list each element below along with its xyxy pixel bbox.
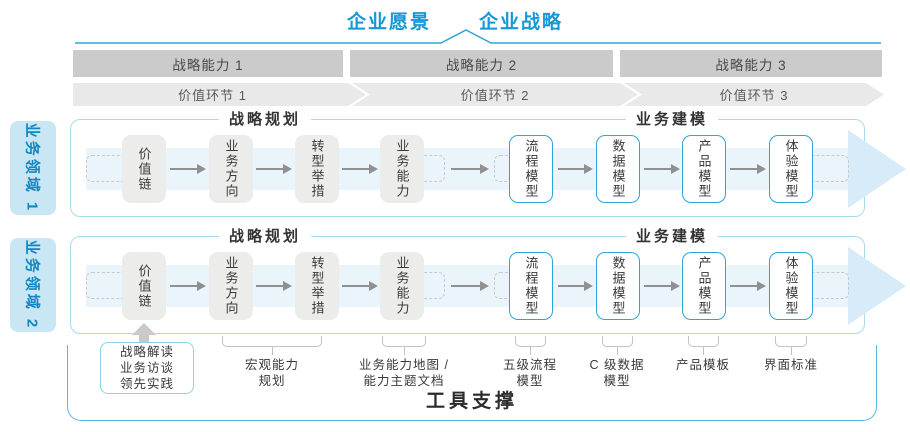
- right-arrow-icon: [256, 164, 292, 174]
- right-arrow-icon: [342, 164, 378, 174]
- section-title-strategic-planning: 战略规划: [218, 227, 312, 246]
- bracket-stem: [404, 346, 405, 355]
- box-business-capability: 业务能力: [380, 135, 424, 203]
- up-arrow-stem: [139, 335, 149, 346]
- box-transformation-initiatives: 转型举措: [295, 135, 339, 203]
- section-title-strategic-planning: 战略规划: [218, 110, 312, 129]
- annotation-macro-capability: 宏观能力 规划: [244, 358, 300, 389]
- capability-bar-1: 战略能力 1: [73, 50, 343, 77]
- bracket-stem: [272, 346, 273, 355]
- tool-support-label: 工具支撑: [425, 391, 518, 412]
- vision-connector-line-icon: [75, 29, 881, 44]
- bracket-stem: [530, 346, 531, 355]
- domain-label-2-text: 业务领域 2: [23, 239, 41, 331]
- box-process-model: 流程模型: [509, 135, 553, 203]
- bracket-stem: [617, 346, 618, 355]
- page-title: 企业愿景 企业战略: [0, 7, 910, 34]
- domain-1-flow-row: 价值链 业务方向 转型举措 业务能力 流程模型 数据模型 产品模型 体验模型: [70, 119, 906, 217]
- annotation-practice-box: 战略解读 业务访谈 领先实践: [100, 342, 194, 394]
- box-product-model: 产品模型: [682, 135, 726, 203]
- right-arrow-icon: [644, 164, 680, 174]
- strategy-title: 企业战略: [479, 12, 564, 33]
- right-arrow-icon: [730, 281, 766, 291]
- up-arrow-icon: [132, 323, 156, 335]
- annotation-process-model: 五级流程 模型: [502, 358, 558, 389]
- domain-label-1-text: 业务领域 1: [23, 122, 41, 214]
- section-title-business-modeling: 业务建模: [625, 110, 719, 129]
- flow-arrow-head-icon: [848, 247, 906, 325]
- flow-arrow-head-icon: [848, 130, 906, 208]
- domain-label-1: 业务领域 1: [10, 121, 56, 215]
- tool-support-container: 工具支撑: [67, 345, 877, 421]
- right-arrow-icon: [558, 164, 593, 174]
- section-title-business-modeling: 业务建模: [625, 227, 719, 246]
- domain-2-flow-row: 价值链 业务方向 转型举措 业务能力 流程模型 数据模型 产品模型 体验模型: [70, 236, 906, 334]
- value-chevron-1: 价值环节 1: [73, 83, 366, 106]
- box-experience-model: 体验模型: [769, 135, 813, 203]
- box-business-direction: 业务方向: [209, 252, 253, 320]
- box-process-model: 流程模型: [509, 252, 553, 320]
- box-data-model: 数据模型: [596, 135, 640, 203]
- box-business-capability: 业务能力: [380, 252, 424, 320]
- right-arrow-icon: [256, 281, 292, 291]
- value-chevron-3: 价值环节 3: [624, 83, 884, 106]
- right-arrow-icon: [170, 281, 206, 291]
- annotation-ui-standard: 界面标准: [763, 358, 819, 372]
- box-value-chain: 价值链: [122, 135, 166, 203]
- box-product-model: 产品模型: [682, 252, 726, 320]
- right-arrow-icon: [342, 281, 378, 291]
- annotation-capability-map: 业务能力地图 / 能力主题文档: [359, 358, 449, 389]
- right-arrow-icon: [170, 164, 206, 174]
- annotation-product-template: 产品模板: [675, 358, 731, 372]
- box-transformation-initiatives: 转型举措: [295, 252, 339, 320]
- annotation-data-model: C 级数据 模型: [589, 358, 645, 389]
- right-arrow-icon: [451, 164, 489, 174]
- bracket-stem: [703, 346, 704, 355]
- right-arrow-icon: [451, 281, 489, 291]
- right-arrow-icon: [730, 164, 766, 174]
- capability-bar-2: 战略能力 2: [350, 50, 613, 77]
- bracket-stem: [791, 346, 792, 355]
- vision-title: 企业愿景: [346, 12, 431, 33]
- value-chevron-2: 价值环节 2: [352, 83, 638, 106]
- capability-bar-3: 战略能力 3: [620, 50, 882, 77]
- box-value-chain: 价值链: [122, 252, 166, 320]
- box-experience-model: 体验模型: [769, 252, 813, 320]
- domain-label-2: 业务领域 2: [10, 238, 56, 332]
- right-arrow-icon: [644, 281, 680, 291]
- box-business-direction: 业务方向: [209, 135, 253, 203]
- box-data-model: 数据模型: [596, 252, 640, 320]
- right-arrow-icon: [558, 281, 593, 291]
